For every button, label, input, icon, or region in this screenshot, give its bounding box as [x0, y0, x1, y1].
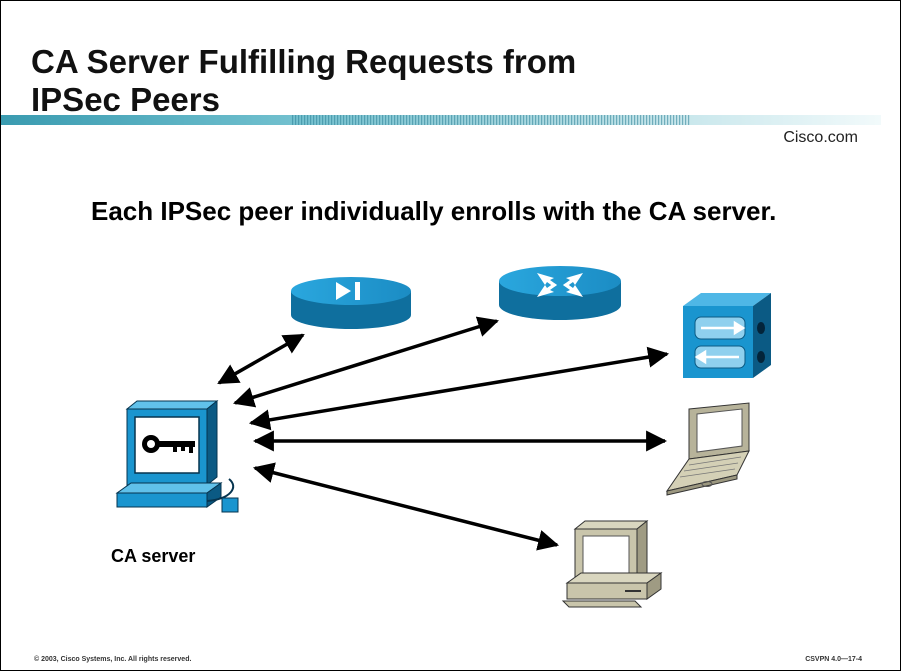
title-line-2: IPSec Peers: [31, 81, 220, 118]
enrollment-arrows: [217, 316, 670, 551]
cisco-brand: Cisco.com: [783, 129, 858, 146]
pc-icon: [561, 519, 663, 608]
title-underline-bar: [1, 115, 881, 125]
bullet-text: Each IPSec peer individually enrolls wit…: [91, 196, 777, 226]
ca-server-label: CA server: [111, 546, 196, 566]
course-code-footer: CSVPN 4.0—17-4: [805, 656, 862, 663]
arrow-to-pix-firewall: [248, 346, 670, 431]
slide-title: CA Server Fulfilling Requests from IPSec…: [31, 43, 791, 119]
arrow-to-router: [232, 316, 500, 408]
title-line-1: CA Server Fulfilling Requests from: [31, 43, 577, 80]
arrow-to-pc: [252, 462, 560, 551]
laptop-icon: [665, 402, 750, 496]
ca-server-icon: [115, 399, 239, 513]
router-icon: [499, 266, 621, 320]
copyright-footer: © 2003, Cisco Systems, Inc. All rights r…: [34, 656, 192, 663]
pix-firewall-icon: [683, 293, 771, 378]
vpn-concentrator-icon: [291, 277, 411, 329]
arrow-to-vpn-concentrator: [217, 333, 305, 385]
